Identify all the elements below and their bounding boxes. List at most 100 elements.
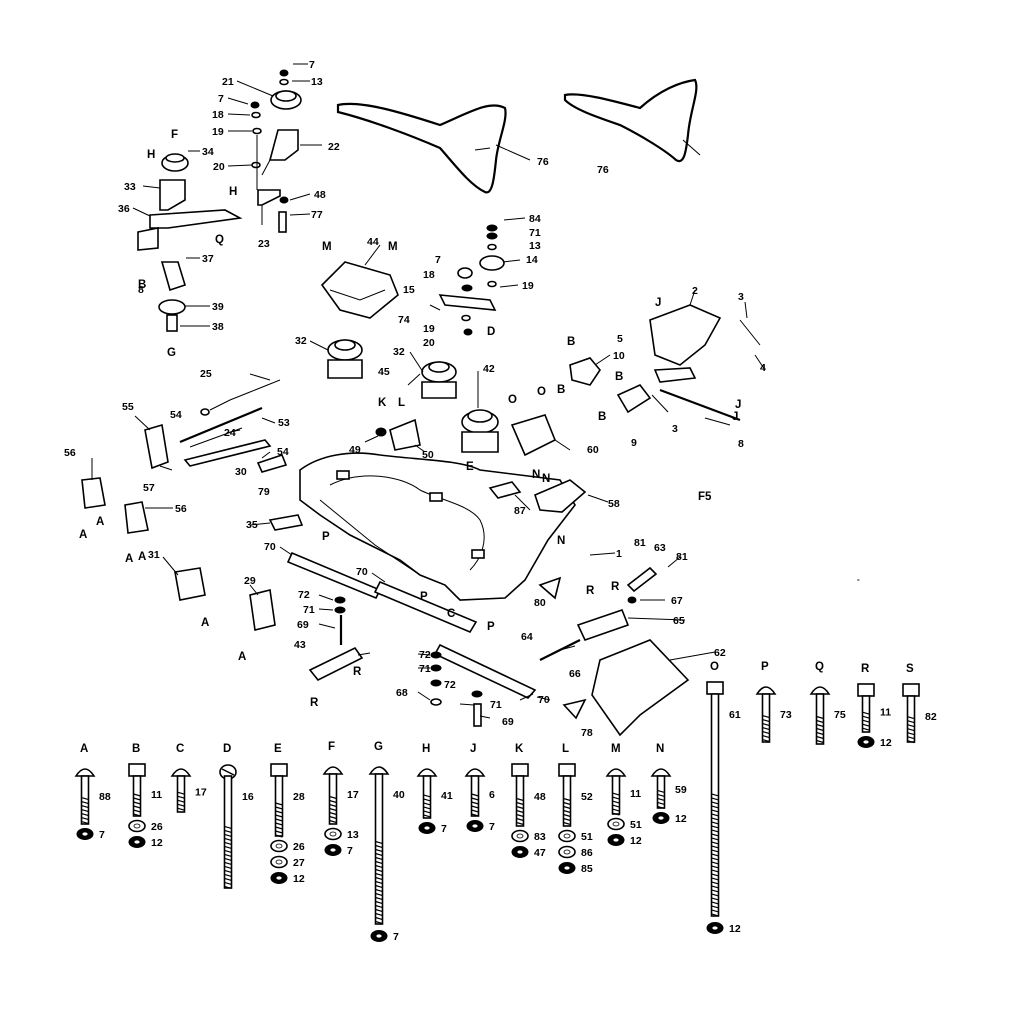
- callout-31: 31: [148, 549, 160, 561]
- callout-84: 84: [529, 213, 541, 225]
- spindle-42: [461, 409, 499, 453]
- svg-text:R: R: [353, 666, 362, 678]
- callout-54: 54: [170, 409, 182, 421]
- arm-15: [429, 294, 497, 336]
- svg-text:M: M: [388, 241, 398, 253]
- callout-49: 49: [349, 444, 361, 456]
- callout-19: 19: [212, 126, 224, 138]
- hardware-part-number: 26: [151, 821, 163, 833]
- callout-71: 71: [490, 699, 502, 711]
- bolt-shank: [515, 775, 525, 827]
- svg-text:M: M: [322, 241, 332, 253]
- pulley-21: [270, 69, 302, 110]
- hardware-part-number: 51: [630, 819, 642, 831]
- callout-7: 7: [309, 59, 315, 71]
- hardware-part-number: 12: [293, 873, 305, 885]
- plate-79: [256, 454, 288, 473]
- bolt-shank: [328, 773, 338, 825]
- callout-60: 60: [587, 444, 599, 456]
- svg-text:J: J: [735, 399, 741, 411]
- callout-3: 3: [738, 291, 744, 303]
- callout-81: 81: [634, 537, 646, 549]
- link-63: [626, 566, 658, 593]
- bracket-10: [569, 357, 601, 386]
- hardware-part-number: 17: [195, 787, 207, 799]
- hardware-part-number: 17: [347, 789, 359, 801]
- bolt-head-icon: [270, 763, 288, 777]
- callout-25: 25: [200, 368, 212, 380]
- svg-text:B: B: [138, 279, 146, 291]
- hardware-part-number: 28: [293, 791, 305, 803]
- callout-19: 19: [522, 280, 534, 292]
- bolt-shank: [80, 775, 90, 825]
- callout-71: 71: [303, 604, 315, 616]
- svg-text:A: A: [138, 551, 146, 563]
- bracket-31: [174, 567, 206, 601]
- callout-56: 56: [64, 447, 76, 459]
- svg-text:F: F: [171, 129, 178, 141]
- callout-54: 54: [277, 446, 289, 458]
- hardware-group-j: J67: [464, 743, 495, 833]
- bolt-head-icon: [128, 763, 146, 777]
- hardware-letter: C: [176, 743, 184, 755]
- hardware-part-number: 12: [151, 837, 163, 849]
- hardware-part-number: 13: [347, 829, 359, 841]
- bolt-head-icon: [170, 768, 192, 777]
- callout-77: 77: [311, 209, 323, 221]
- hardware-letter: L: [562, 743, 569, 755]
- svg-text:H: H: [147, 149, 155, 161]
- arm-23: [257, 189, 281, 225]
- blade-hardware-left: [334, 596, 346, 645]
- callout-66: 66: [569, 668, 581, 680]
- callout-7: 7: [435, 254, 441, 266]
- callout-22: 22: [328, 141, 340, 153]
- svg-text:G: G: [167, 347, 176, 359]
- cover-44: [320, 261, 399, 319]
- callout-36: 36: [118, 203, 130, 215]
- hardware-part-number: 75: [834, 709, 846, 721]
- callout-67: 67: [671, 595, 683, 607]
- callout-72: 72: [444, 679, 456, 691]
- pulley-14-stack: [457, 224, 505, 292]
- svg-text:R: R: [586, 585, 595, 597]
- callout-87: 87: [514, 505, 526, 517]
- bolt-head-icon: [857, 683, 875, 697]
- callout-56: 56: [175, 503, 187, 515]
- callout-72: 72: [298, 589, 310, 601]
- callout-38: 38: [212, 321, 224, 333]
- idler-bracket-22: [261, 129, 299, 176]
- callout-58: 58: [608, 498, 620, 510]
- callout-64: 64: [521, 631, 533, 643]
- hardware-letter: J: [470, 743, 476, 755]
- hardware-part-number: 26: [293, 841, 305, 853]
- bracket-65: [576, 596, 637, 641]
- svg-text:N: N: [542, 473, 550, 485]
- svg-text:-: -: [857, 575, 860, 584]
- plate-87: [488, 481, 522, 499]
- callout-3: 3: [672, 423, 678, 435]
- hardware-part-number: 51: [581, 831, 593, 843]
- bolt-head-icon: [322, 766, 344, 775]
- hardware-part-number: 83: [534, 831, 546, 843]
- hardware-part-number: 12: [880, 737, 892, 749]
- part-callouts: 7 13 21 7 18 19 22 34 20 33 48 36 77 23 …: [64, 59, 766, 739]
- hardware-letter: K: [515, 743, 524, 755]
- bracket-5: [653, 367, 697, 383]
- svg-text:K: K: [378, 397, 387, 409]
- callout-71: 71: [529, 227, 541, 239]
- callout-68: 68: [396, 687, 408, 699]
- hardware-part-number: 6: [489, 789, 495, 801]
- callout-80: 80: [534, 597, 546, 609]
- drive-belt-right: [563, 78, 698, 163]
- hardware-part-number: 27: [293, 857, 305, 869]
- svg-text:B: B: [615, 371, 623, 383]
- svg-text:B: B: [557, 384, 565, 396]
- hardware-part-number: 59: [675, 784, 687, 796]
